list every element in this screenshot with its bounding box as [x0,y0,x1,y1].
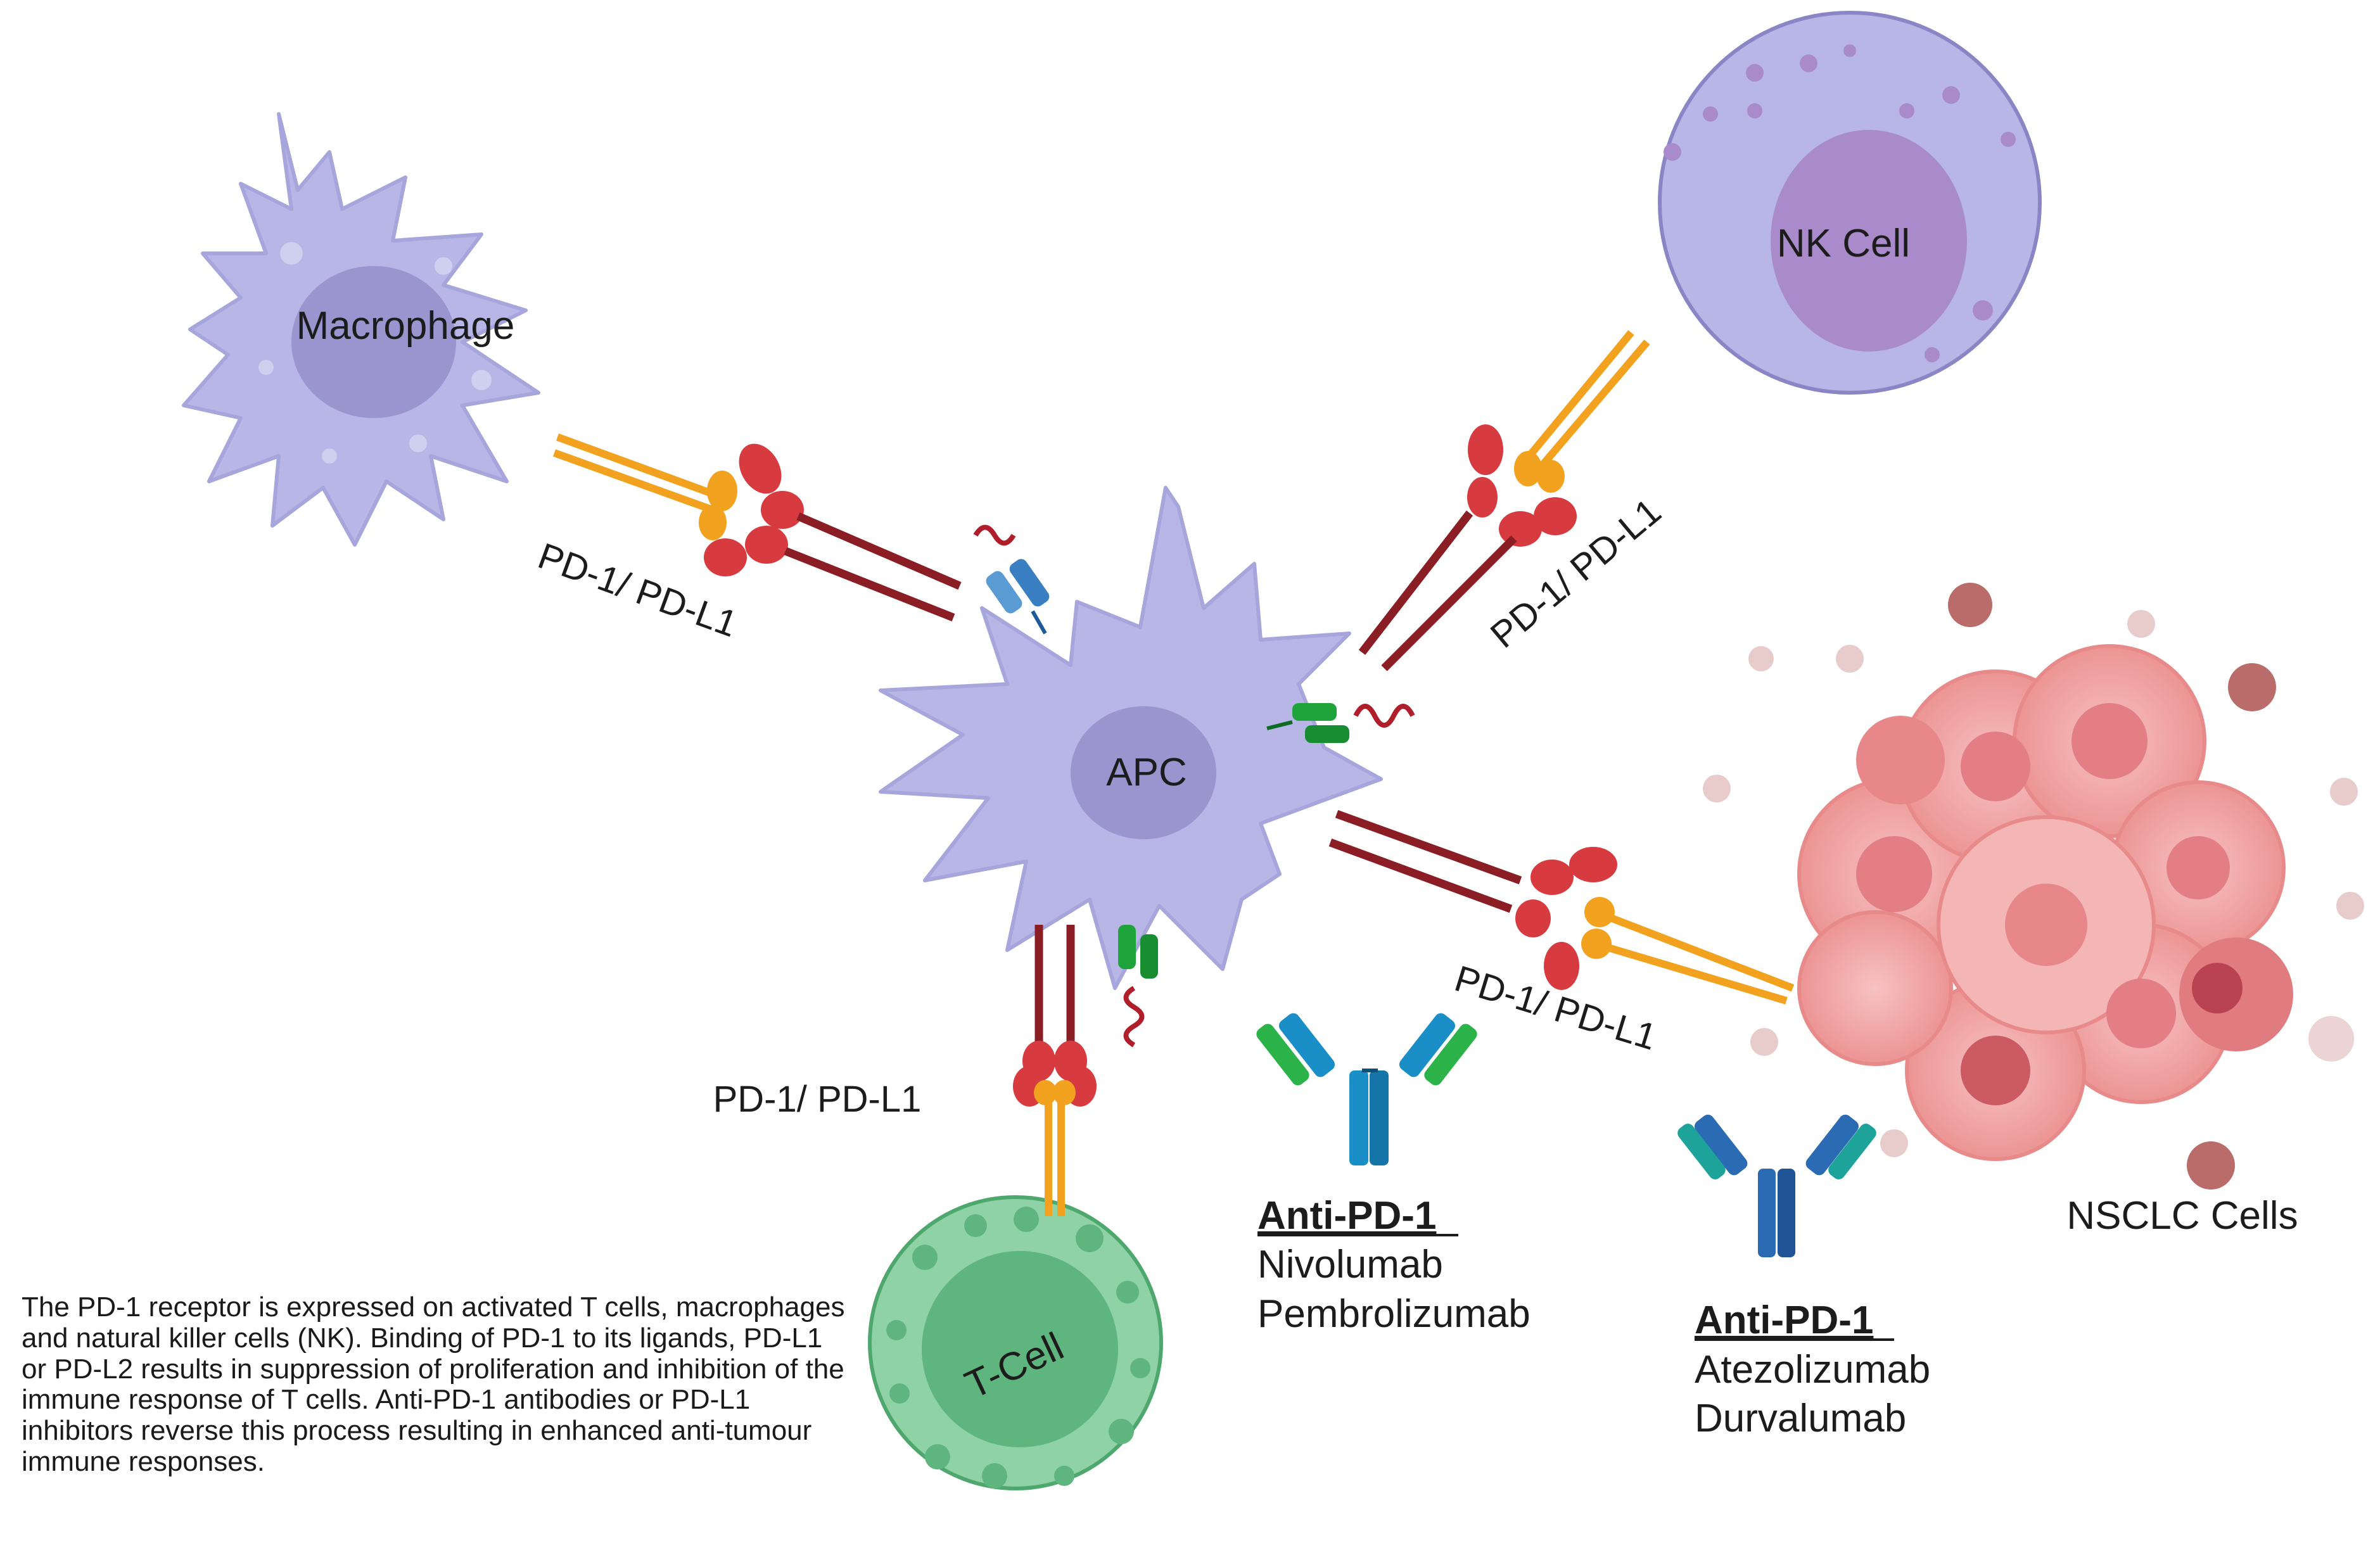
drug-group-nivolumab: Anti-PD-1 Nivolumab Pembrolizumab [1257,1194,1530,1336]
nk-cell: NK Cell [1658,11,2042,395]
nsclc-tumor-cluster [1797,644,2293,1161]
drug-group-1-drug-2: Pembrolizumab [1257,1292,1530,1336]
tcell-pd1-pdl1-pair [1013,925,1097,1216]
nsclc-pd1-pdl1-pair [1328,809,1795,1005]
macrophage-label: Macrophage [296,304,515,348]
drug-group-2-drug-2: Durvalumab [1695,1397,1906,1440]
apc-cell: APC [879,486,1383,990]
macrophage-pd1-pdl1-pair [552,433,962,622]
apc-surface-receptor-blue [973,524,1050,635]
drug-group-2-drug-1: Atezolizumab [1695,1348,1930,1392]
nk-cell-label: NK Cell [1777,222,1910,265]
drug-group-1-title: Anti-PD-1 [1257,1194,1436,1238]
nivolumab-antibody-icon [1256,1013,1477,1165]
apc-label: APC [1106,751,1187,794]
apc-surface-receptor-green-right [1266,703,1415,743]
drug-group-2-title: Anti-PD-1 [1695,1298,1873,1342]
atezolizumab-antibody-icon [1677,1114,1876,1257]
nsclc-label: NSCLC Cells [2066,1194,2298,1238]
drug-group-atezolizumab: Anti-PD-1 Atezolizumab Durvalumab [1695,1298,1930,1440]
nk-pd1-pdl1-pair [1358,330,1650,671]
t-cell: T-Cell [868,1195,1163,1490]
macrophage-cell: Macrophage [182,112,540,547]
tcell-interaction-label: PD-1/ PD-L1 [713,1079,922,1120]
apc-surface-receptor-green-bottom [1118,925,1158,1048]
drug-group-1-drug-1: Nivolumab [1257,1243,1443,1286]
figure-caption: The PD-1 receptor is expressed on activa… [22,1292,845,1478]
nsclc-vesicles [1703,583,2364,1190]
